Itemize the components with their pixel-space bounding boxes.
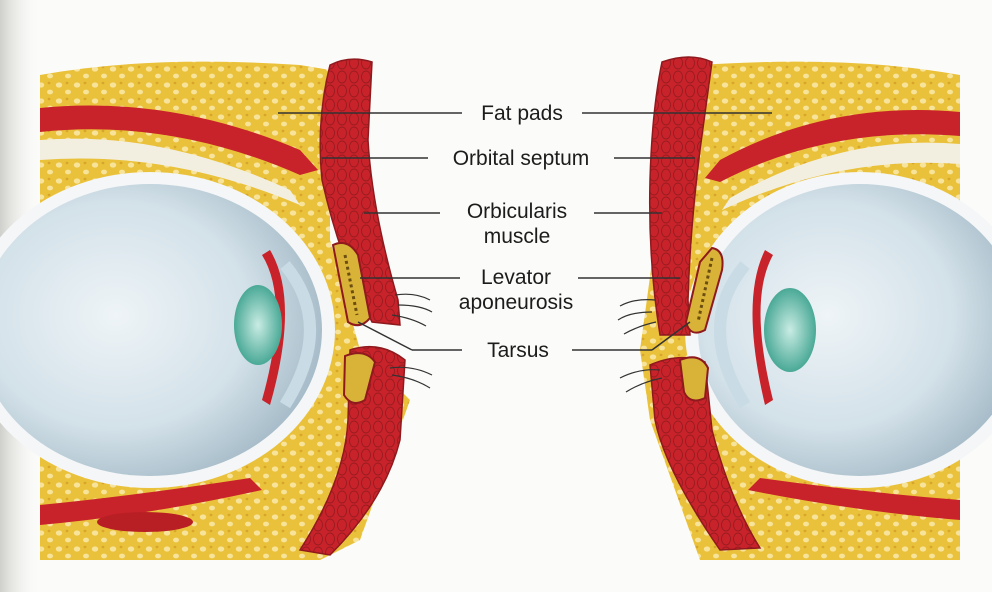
label-orbicularis-line2: muscle — [444, 224, 590, 249]
label-orbital-septum: Orbital septum — [432, 146, 610, 171]
label-fat-pads: Fat pads — [466, 101, 578, 126]
left-lower-muscle — [97, 512, 193, 532]
left-eye-section — [0, 59, 432, 560]
leader-tarsus-left-diag — [358, 322, 412, 350]
label-levator-line2: aponeurosis — [452, 290, 580, 315]
left-lens — [234, 285, 282, 365]
label-orbicularis-muscle: Orbicularis muscle — [444, 199, 590, 249]
right-lens — [764, 288, 816, 372]
label-orbicularis-line1: Orbicularis — [444, 199, 590, 224]
label-levator-aponeurosis: Levator aponeurosis — [452, 265, 580, 315]
right-lower-tarsus — [680, 357, 708, 400]
label-levator-line1: Levator — [452, 265, 580, 290]
right-eye-section — [618, 57, 992, 560]
label-tarsus: Tarsus — [466, 338, 570, 363]
